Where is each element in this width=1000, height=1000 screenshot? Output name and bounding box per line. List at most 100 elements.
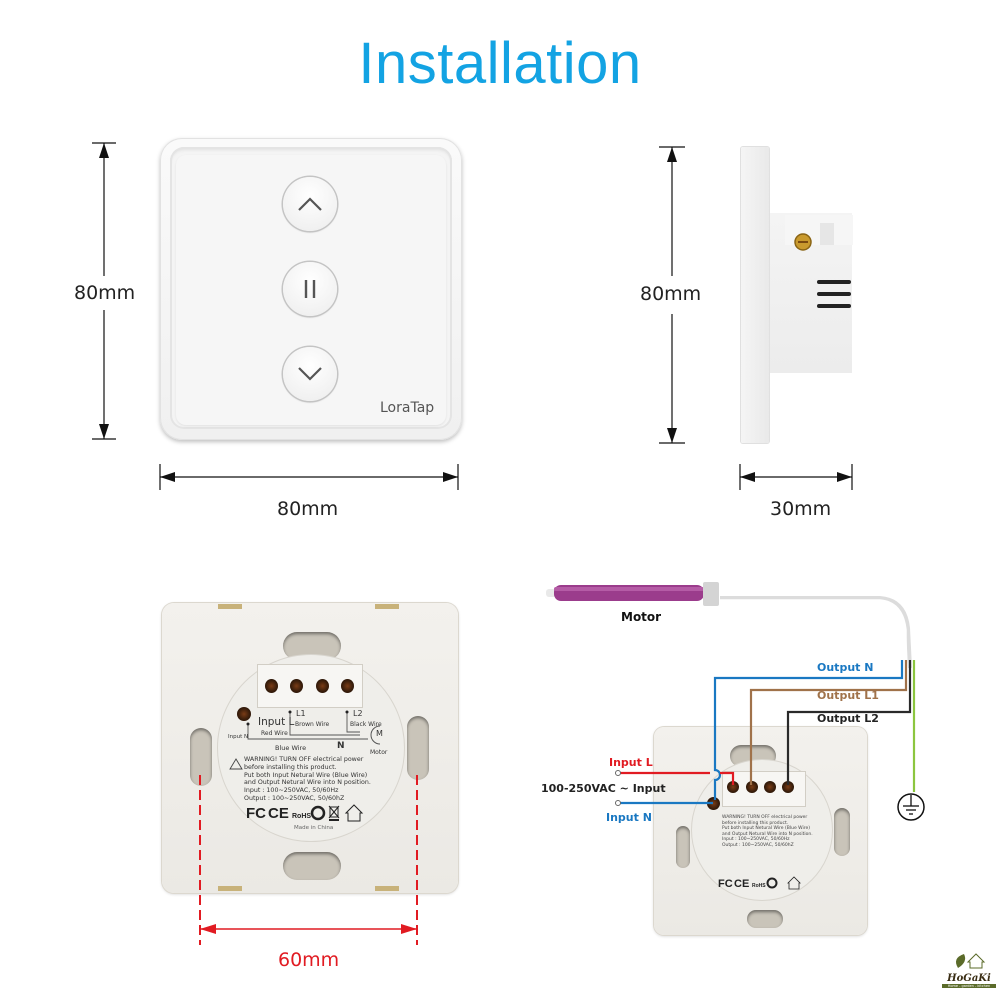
warning-line: and Output Netural Wire into N position. [244,779,371,787]
terminal-unused [764,781,776,793]
label-red-wire: Red Wire [261,730,288,737]
certification-marks: FC CE RoHS [246,804,364,822]
svg-text:CE: CE [734,878,749,890]
mounting-slot-left [676,826,690,868]
down-button[interactable] [283,347,337,401]
svg-text:FC: FC [718,878,733,890]
wire-input-l [618,771,735,785]
warning-icon [229,758,243,770]
wiring-certification-marks: FC CE RoHS [718,876,801,890]
mounting-slot-left [190,728,212,786]
mounting-slot-bottom [283,852,341,880]
motor-cable [720,596,912,669]
mounting-slot-bottom [747,910,783,928]
warning-line: Output : 100~250VAC, 50/60hZ [722,842,794,848]
mounting-spacing-label: 60mm [278,949,340,971]
made-in-label: Made in China [294,825,334,831]
terminal-unused [316,679,329,693]
input-n-label: Input N [606,811,652,824]
rohs-mark: RoHS [292,813,311,820]
warning-line: Put both Input Netural Wire (Blue Wire) [722,826,811,832]
label-l2: L2 [353,709,363,718]
warning-line: Put both Input Netural Wire (Blue Wire) [244,771,368,779]
warning-line: Output : 100~250VAC, 50/60hZ [244,794,345,802]
chevron-down-icon [298,367,322,381]
terminal-input-l [727,781,739,793]
label-brown-wire: Brown Wire [295,721,330,728]
output-l2-label: Output L2 [817,712,879,725]
label-blue-wire: Blue Wire [275,744,307,752]
label-input-l: Input L [258,716,295,728]
terminal-point [615,770,621,776]
wire-output-l1 [749,660,908,785]
terminal-input-n [237,707,251,721]
label-l1: L1 [296,709,306,718]
terminal-point [615,800,621,806]
recycle-icon [310,805,326,821]
brand-label: LoraTap [380,400,435,416]
terminal-l2 [341,679,354,693]
terminal-input-n [707,797,720,810]
terminal-l2 [782,781,794,793]
warning-line: Input : 100~250VAC, 50/60Hz [244,787,339,795]
warning-text: WARNING! TURN OFF electrical power befor… [244,756,371,803]
warning-line: before installing this product. [722,820,789,826]
label-input-n: Input N [228,734,249,740]
clip [218,604,242,609]
wire-output-l2 [786,660,912,785]
warning-line: WARNING! TURN OFF electrical power [244,756,364,763]
warning-line: before installing this product. [244,763,337,771]
clip [375,886,399,891]
logo-name: HoGaKi [947,973,991,984]
wiring-lines [615,660,916,806]
svg-text:RoHS: RoHS [752,883,766,889]
side-terminal-detail [785,215,853,308]
output-l1-label: Output L1 [817,689,879,702]
mounting-spacing-dimension [199,775,418,945]
ground-icon [897,793,925,821]
input-supply-label: 100-250VAC ~ Input [541,782,666,795]
output-n-label: Output N [817,661,874,674]
wiring-warning-text: WARNING! TURN OFF electrical power befor… [722,815,813,849]
fcc-mark: FC [246,805,266,822]
mounting-slot-right [834,808,850,856]
indoor-use-icon [344,804,364,822]
weee-icon [328,805,340,821]
wire-output-n [713,660,904,800]
page-title: Installation [358,31,642,96]
label-black-wire: Black Wire [350,721,382,728]
ce-mark: CE [268,805,289,822]
terminal-l1 [290,679,303,693]
up-button[interactable] [283,177,337,231]
clip [218,886,242,891]
pause-button[interactable] [283,262,337,316]
warning-line: and Output Netural Wire into N position. [722,831,813,837]
front-width-label: 80mm [277,498,339,520]
warning-line: WARNING! TURN OFF electrical power [722,815,808,820]
label-n: N [337,741,345,751]
front-width-dimension-line [159,464,459,490]
terminal-input-l [265,679,278,693]
side-depth-dimension-line [739,464,853,490]
side-height-dimension-line [659,146,685,444]
side-height-label: 80mm [640,283,702,305]
front-height-dimension-line [92,142,116,440]
chevron-up-icon [298,197,322,211]
back-wiring-guide-lines [246,710,380,745]
mounting-slot-right [407,716,429,780]
motor-symbol: M [376,729,383,738]
clip [375,604,399,609]
switch-side-plate [741,147,769,443]
pause-icon [304,280,316,298]
leaf-house-icon [956,953,986,969]
side-depth-label: 30mm [770,498,832,520]
motor-image [546,582,719,606]
warning-line: Input : 100~250VAC, 50/60Hz [722,837,790,843]
front-height-label: 80mm [74,282,136,304]
logo-tagline: Home - garden - kitchen [942,984,996,988]
label-motor: Motor [370,749,388,756]
input-l-label: Input L [609,756,653,769]
terminal-l1 [746,781,758,793]
hogaki-logo: HoGaKi Home - garden - kitchen [942,950,996,988]
motor-label: Motor [621,610,662,624]
